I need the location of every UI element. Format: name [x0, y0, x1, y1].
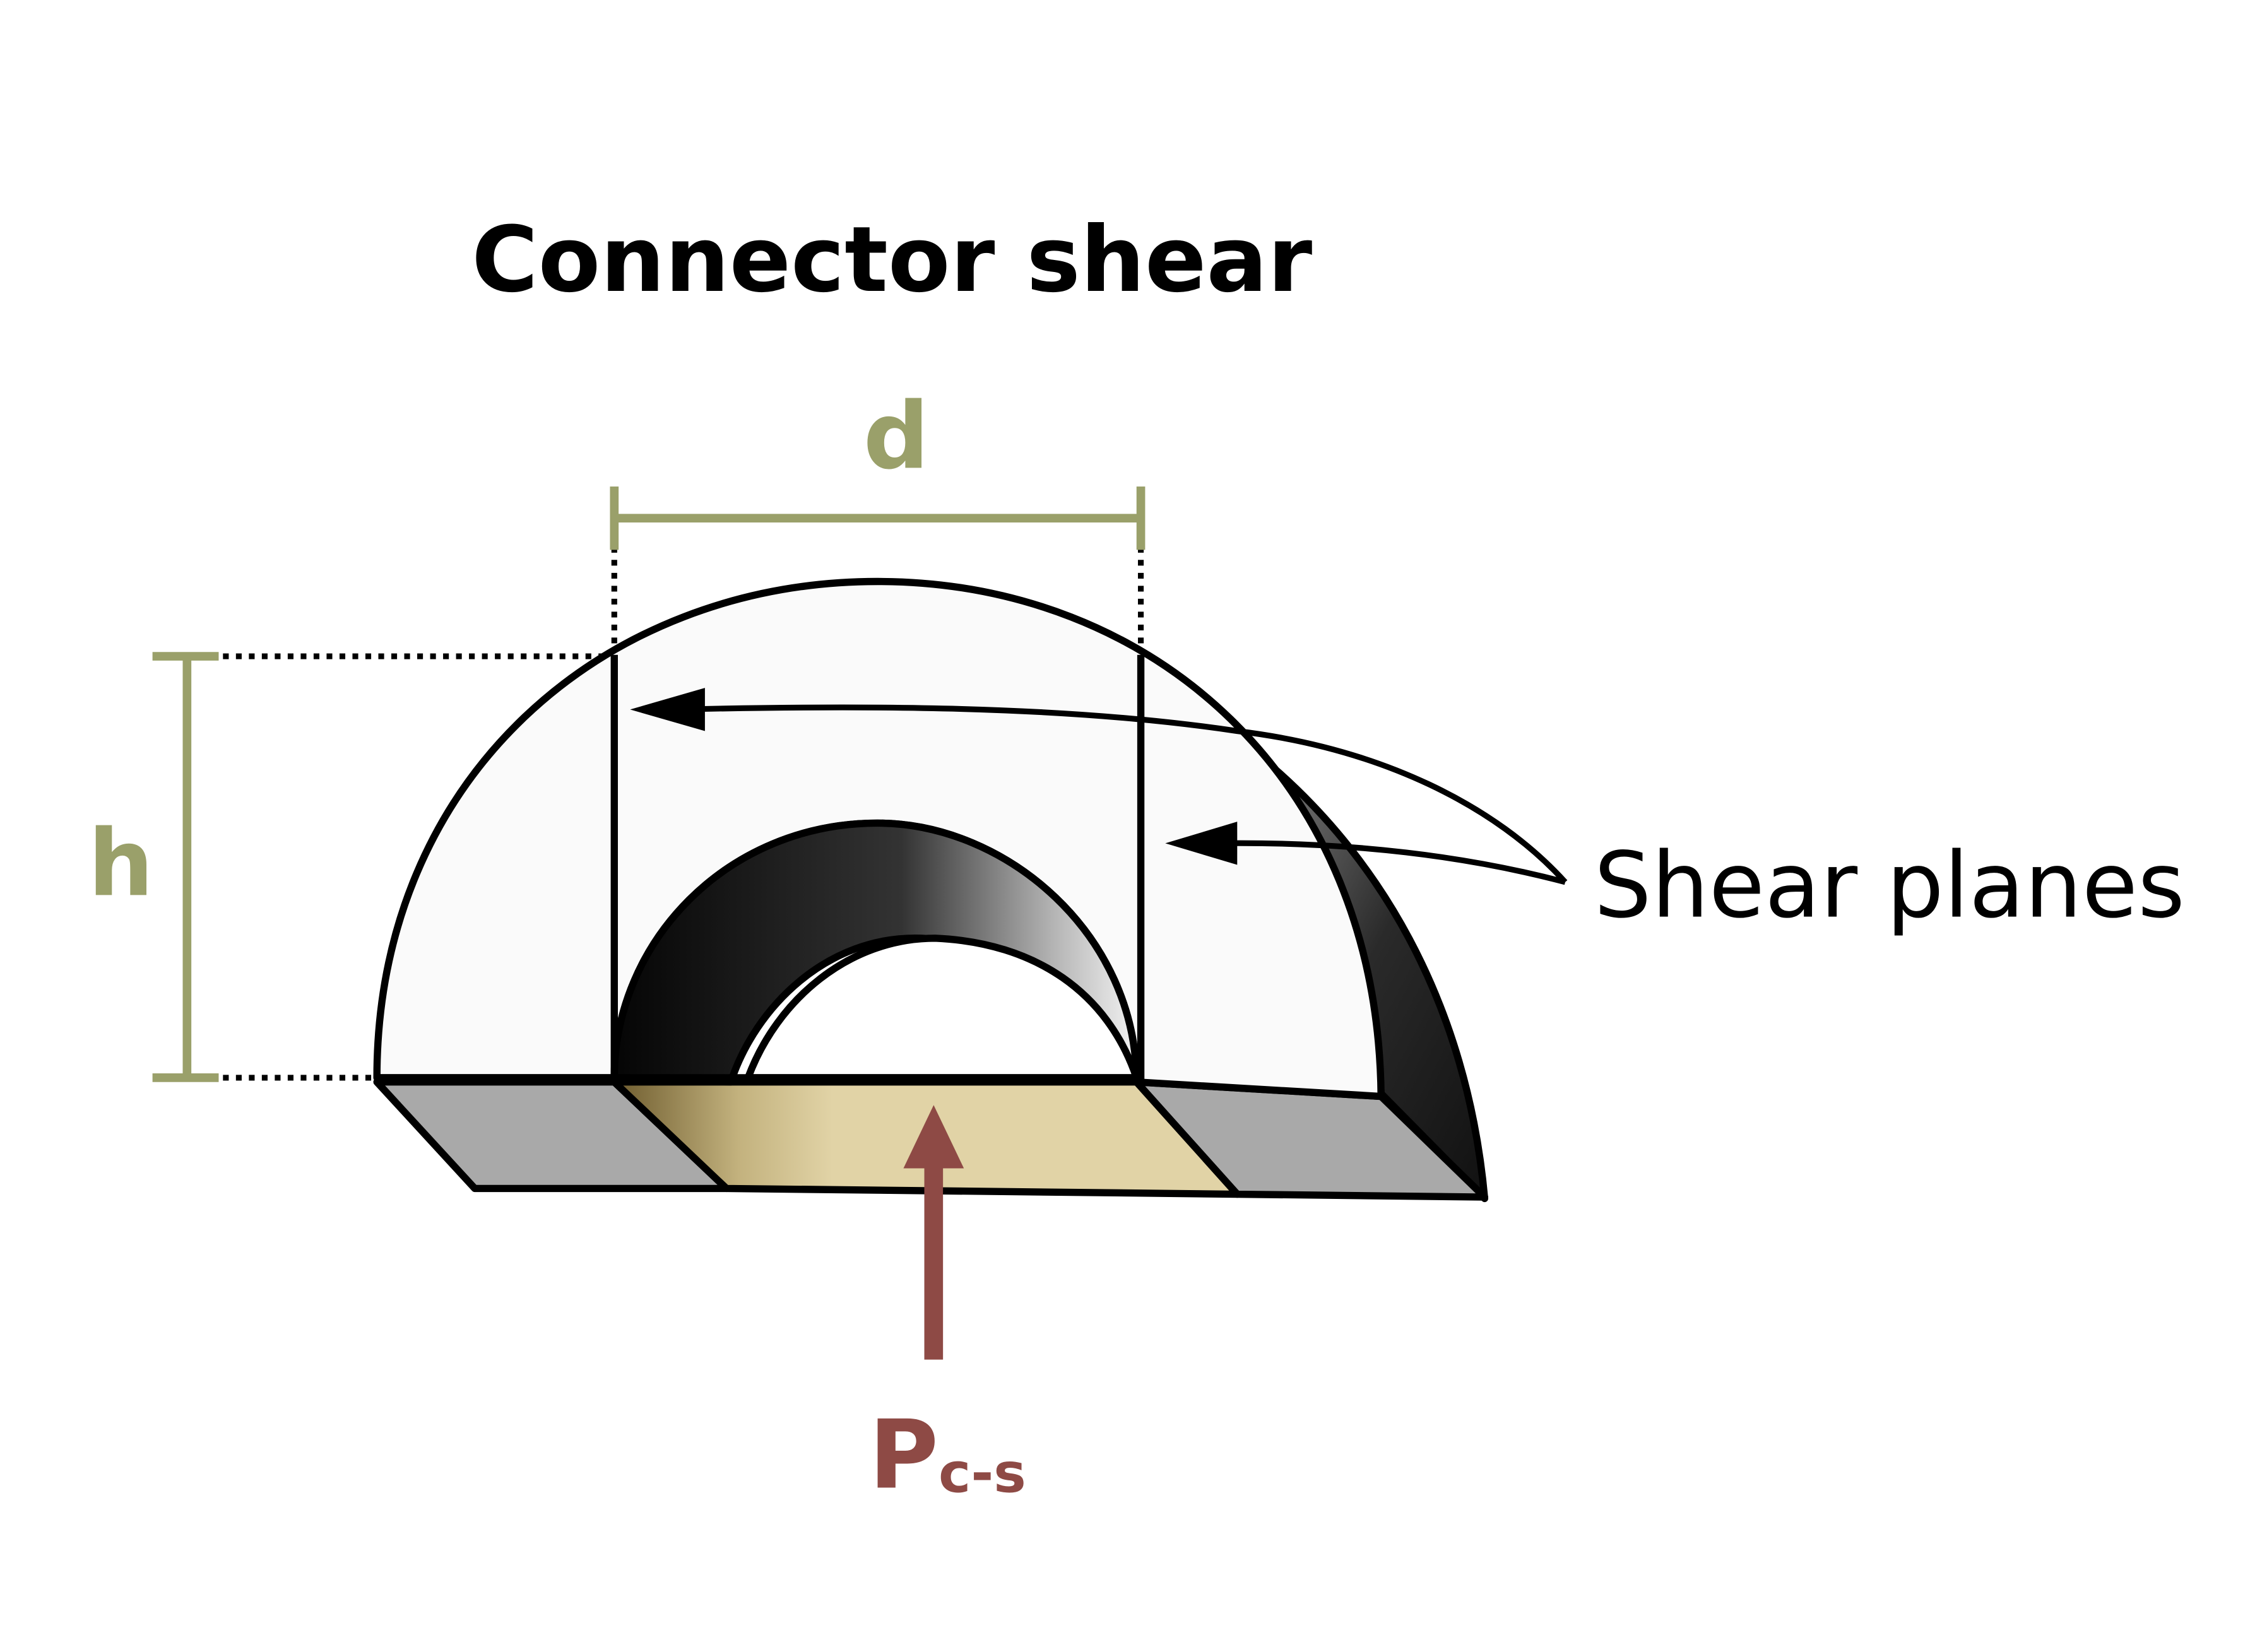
- shear-planes-label: Shear planes: [1594, 833, 2185, 938]
- hole-opening: [744, 935, 1140, 1082]
- force-label-subscript: c-s: [938, 1442, 1026, 1505]
- callout-curve-upper: [676, 704, 1568, 884]
- width-dimension-label: d: [863, 383, 929, 490]
- callout-arrowhead-left: [630, 688, 705, 731]
- callout-arrowhead-right: [1165, 822, 1238, 865]
- diagram-title: Connector shear: [471, 207, 1312, 312]
- width-dimension: [610, 487, 1146, 550]
- height-dimension-label: h: [88, 810, 154, 917]
- inner-curved-surface: [610, 819, 1140, 1086]
- height-dimension: [152, 652, 219, 1082]
- force-label: Pc-s: [869, 1400, 1026, 1511]
- callout-curve-lower: [1223, 840, 1566, 885]
- force-label-main: P: [869, 1400, 938, 1511]
- force-arrowhead: [903, 1105, 964, 1169]
